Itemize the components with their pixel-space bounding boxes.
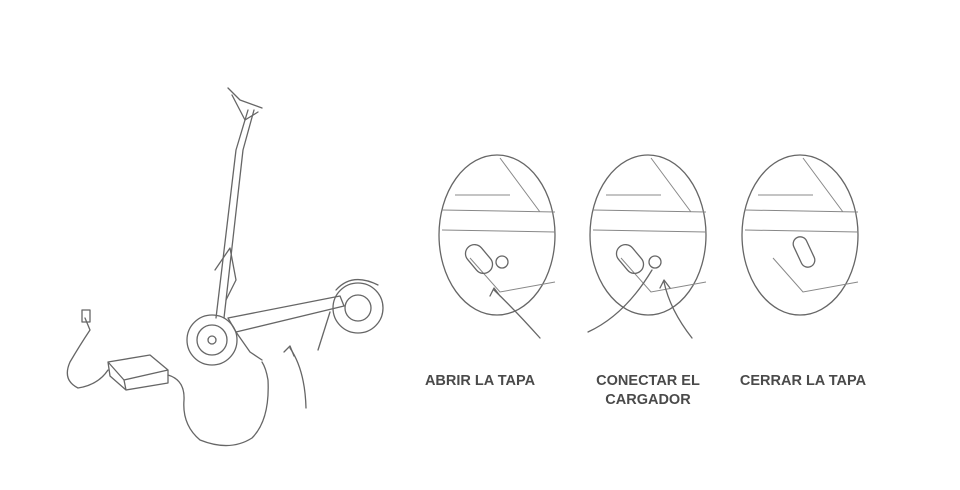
step-label-connect-charger: CONECTAR EL CARGADOR [596,373,700,408]
charger-illustration [66,309,269,447]
detail-open-lid [438,154,556,339]
step-label-close-lid: CERRAR LA TAPA [739,373,867,389]
front-wheel [186,314,238,366]
detail-close-lid [741,154,859,316]
detail-connect-charger [587,154,707,339]
arrow-icon [289,347,307,409]
rear-wheel [332,282,384,334]
scooter-illustration [186,87,384,366]
step-label-open-lid: ABRIR LA TAPA [424,373,536,389]
